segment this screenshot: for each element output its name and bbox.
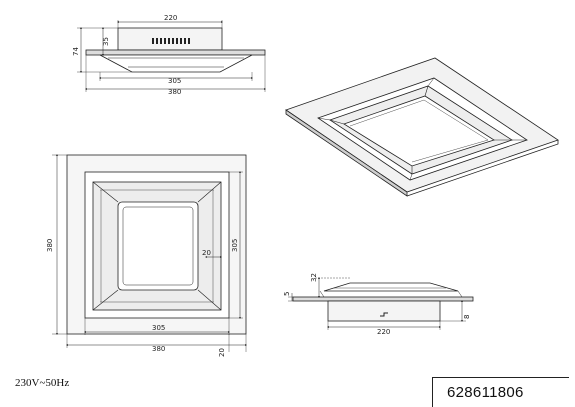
side-view xyxy=(288,277,474,330)
side-driver-box xyxy=(327,300,441,322)
plate-profile xyxy=(85,49,266,56)
diffuser-edge xyxy=(122,206,194,286)
title-block: 628611806 xyxy=(432,377,569,407)
side-plate-profile xyxy=(292,296,474,302)
voltage-label: 230V~50Hz xyxy=(15,377,70,389)
side-tray-profile xyxy=(323,282,459,292)
dim-label-305: 305 xyxy=(168,77,181,85)
dim-label-380-vertical: 380 xyxy=(46,239,54,252)
dim-label-35: 35 xyxy=(102,37,110,46)
dim-label-305-bottom: 305 xyxy=(152,324,165,332)
dim-label-380-bottom: 380 xyxy=(152,345,165,353)
front-view xyxy=(77,20,266,92)
dim-label-305-right: 305 xyxy=(231,239,239,252)
tray-profile xyxy=(99,54,253,73)
isometric-view xyxy=(285,57,559,197)
product-code: 628611806 xyxy=(447,384,524,401)
driver-vents xyxy=(152,38,190,44)
dim-label-380: 380 xyxy=(168,88,181,96)
dim-label-20-inner: 20 xyxy=(202,249,211,257)
dim-label-20-bottom: 20 xyxy=(218,348,226,357)
dim-label-8: 8 xyxy=(463,315,471,319)
dim-label-5: 5 xyxy=(283,292,291,296)
dim-label-74: 74 xyxy=(72,47,80,56)
dim-label-220-top: 220 xyxy=(164,14,177,22)
dim-label-32: 32 xyxy=(310,273,318,282)
tray-inner-square xyxy=(117,201,199,291)
top-view xyxy=(52,154,247,352)
dim-label-220-side: 220 xyxy=(377,328,390,336)
